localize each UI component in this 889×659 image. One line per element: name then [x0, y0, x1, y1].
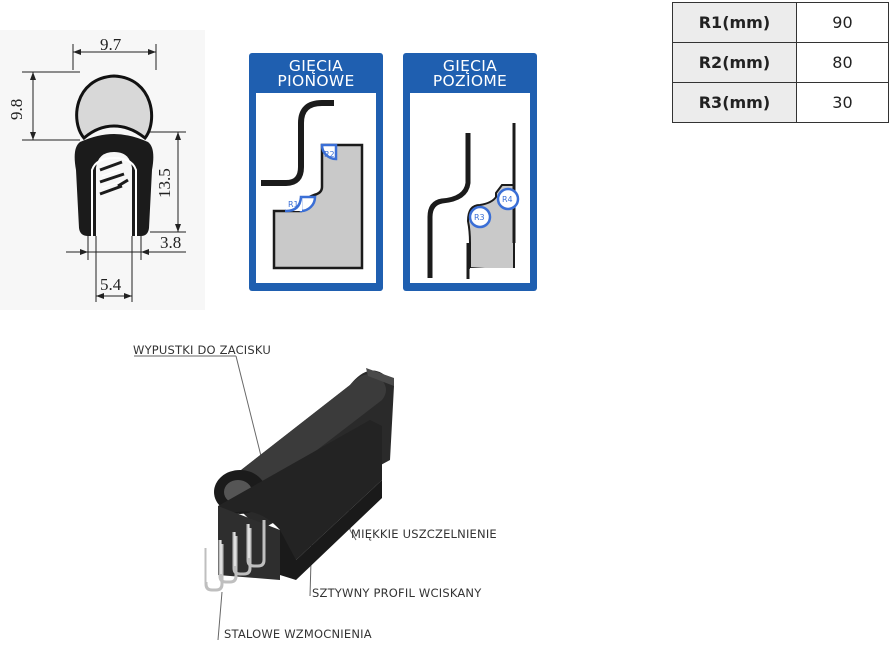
r2-label-vertical: R2	[324, 150, 335, 159]
vertical-bends-title: GIĘCIA PIONOWE	[277, 57, 355, 90]
horizontal-bends-title: GIĘCIA POZIOME	[432, 57, 508, 90]
radius-row: R1(mm)90	[672, 2, 889, 43]
dim-side-width: 3.8	[160, 233, 181, 252]
r4-label-horizontal: R4	[502, 195, 513, 204]
horizontal-bends-illustration: R4 R3	[410, 93, 530, 283]
radius-value: 90	[795, 2, 889, 43]
dim-height-head: 9.8	[7, 99, 26, 120]
r3-label-horizontal: R3	[474, 213, 485, 222]
callout-rigid-profile: SZTYWNY PROFIL WCISKANY	[312, 586, 482, 600]
radius-row: R2(mm)80	[672, 42, 889, 83]
dim-base-width: 5.4	[100, 275, 122, 294]
radius-label: R3(mm)	[672, 82, 797, 123]
horizontal-bends-card: GIĘCIA POZIOME R4 R3	[403, 53, 537, 291]
radius-value: 80	[795, 42, 889, 83]
vertical-bends-illustration: R2 R1	[256, 93, 376, 283]
callout-steel-reinforcement: STALOWE WZMOCNIENIA	[224, 627, 372, 641]
radius-label: R1(mm)	[672, 2, 797, 43]
radius-row: R3(mm)30	[672, 82, 889, 123]
radius-value: 30	[795, 82, 889, 123]
callout-soft-seal: MIĘKKIE USZCZELNIENIE	[351, 527, 497, 541]
profile-dimension-drawing: 9.7 9.8 13.5 3.8 5.4	[0, 30, 205, 310]
callout-clamp-lips: WYPUSTKI DO ZACISKU	[133, 343, 271, 357]
product-illustration	[120, 330, 540, 655]
dim-height-body: 13.5	[155, 168, 174, 198]
r1-label-vertical: R1	[288, 200, 299, 209]
radius-label: R2(mm)	[672, 42, 797, 83]
vertical-bends-card: GIĘCIA PIONOWE R2 R1	[249, 53, 383, 291]
dim-width-top: 9.7	[100, 35, 122, 54]
